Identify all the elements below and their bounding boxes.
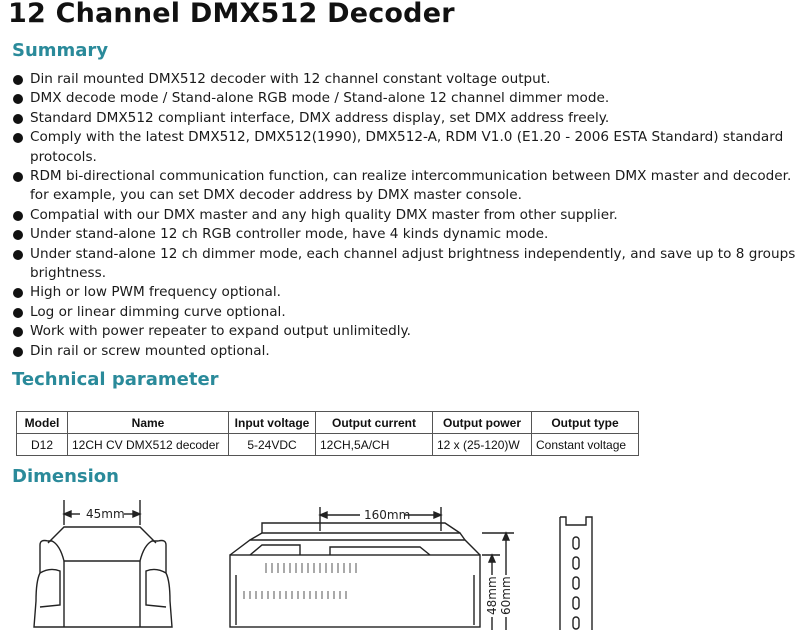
table-cell: 12CH,5A/CH: [315, 433, 433, 456]
height2-dimension-label: 60mm: [499, 576, 513, 615]
list-item: Comply with the latest DMX512, DMX512(19…: [12, 128, 797, 167]
terminal-grid: [243, 563, 357, 599]
bullet-icon: [13, 249, 23, 260]
table-cell: D12: [16, 433, 68, 456]
bullet-icon: [13, 327, 23, 338]
table-cell: Constant voltage: [531, 433, 639, 456]
list-item: Din rail or screw mounted optional.: [12, 342, 797, 361]
bullet-icon: [13, 75, 23, 85]
table-header-row: Model Name Input voltage Output current …: [16, 411, 639, 434]
list-item: RDM bi-directional communication functio…: [12, 167, 797, 206]
column-header: Output current: [315, 411, 433, 434]
column-header: Model: [16, 411, 68, 434]
length-dimension-label: 160mm: [364, 508, 410, 522]
column-header: Output power: [432, 411, 532, 434]
list-item: Din rail mounted DMX512 decoder with 12 …: [12, 70, 797, 89]
table-cell: 5-24VDC: [228, 433, 316, 456]
column-header: Input voltage: [228, 411, 316, 434]
height-dimension-lines: [482, 531, 514, 630]
bullet-icon: [13, 113, 23, 124]
bullet-icon: [13, 94, 23, 105]
page-title: 12 Channel DMX512 Decoder: [8, 0, 455, 29]
parameter-table: Model Name Input voltage Output current …: [16, 411, 639, 456]
list-item: Under stand-alone 12 ch dimmer mode, eac…: [12, 245, 797, 284]
list-item: Log or linear dimming curve optional.: [12, 303, 797, 322]
table-row: D12 12CH CV DMX512 decoder 5-24VDC 12CH,…: [16, 433, 639, 456]
list-item: Standard DMX512 compliant interface, DMX…: [12, 109, 797, 128]
summary-list: Din rail mounted DMX512 decoder with 12 …: [12, 70, 797, 361]
list-item: DMX decode mode / Stand-alone RGB mode /…: [12, 89, 797, 108]
table-cell: 12CH CV DMX512 decoder: [67, 433, 229, 456]
list-item: High or low PWM frequency optional.: [12, 283, 797, 302]
dimension-heading: Dimension: [12, 466, 119, 487]
bullet-icon: [13, 172, 23, 183]
bullet-icon: [13, 288, 23, 299]
list-item: Work with power repeater to expand outpu…: [12, 322, 797, 341]
side-view-drawing: [33, 500, 173, 628]
dimension-drawing: 45mm 160mm: [33, 500, 593, 630]
table-cell: 12 x (25-120)W: [432, 433, 532, 456]
din-rail-drawing: [559, 516, 593, 630]
list-item: Compatial with our DMX master and any hi…: [12, 206, 797, 225]
width-dimension-label: 45mm: [86, 507, 125, 521]
column-header: Name: [67, 411, 229, 434]
technical-heading: Technical parameter: [12, 369, 219, 390]
bullet-icon: [13, 230, 23, 241]
bullet-icon: [13, 346, 23, 357]
bullet-icon: [13, 210, 23, 221]
height1-dimension-label: 48mm: [485, 576, 499, 615]
front-view-drawing: [229, 507, 481, 628]
summary-heading: Summary: [12, 40, 109, 61]
bullet-icon: [13, 307, 23, 318]
column-header: Output type: [531, 411, 639, 434]
bullet-icon: [13, 133, 23, 144]
list-item: Under stand-alone 12 ch RGB controller m…: [12, 225, 797, 244]
